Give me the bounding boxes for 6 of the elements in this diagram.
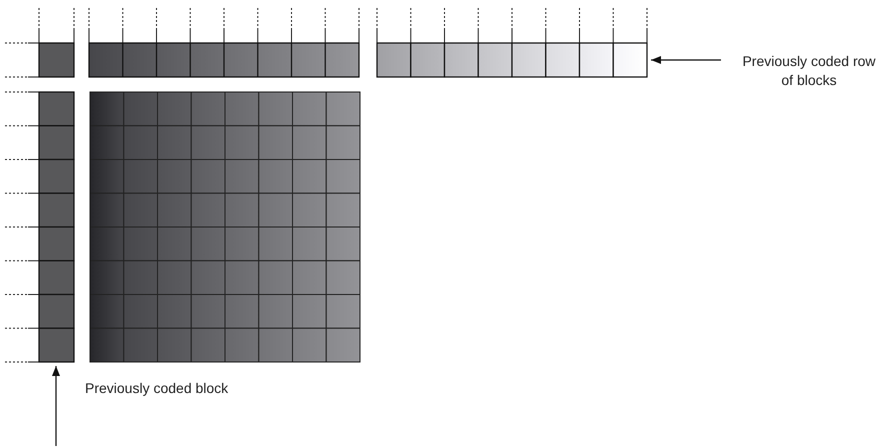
block-column (38, 91, 75, 363)
block-row (376, 42, 648, 78)
callout-text: Previously coded row of blocks (738, 52, 880, 90)
arrow (651, 56, 721, 64)
arrow (52, 366, 60, 446)
callout-text: Previously coded block (85, 379, 228, 398)
